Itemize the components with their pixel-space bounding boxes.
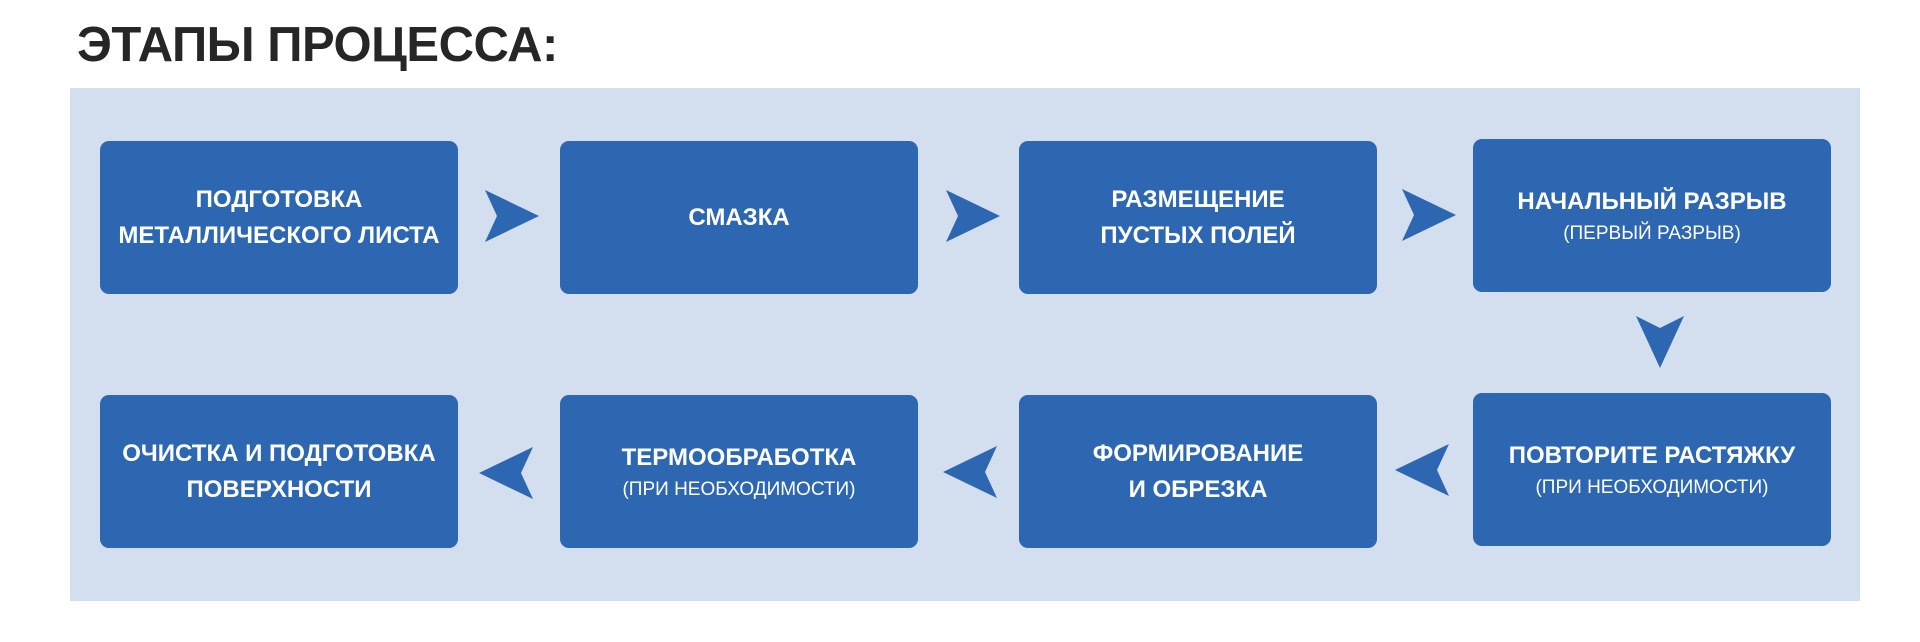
arrow-right-icon: [1400, 189, 1456, 241]
arrow-right-icon: [944, 190, 1000, 242]
page-title: ЭТАПЫ ПРОЦЕССА:: [77, 18, 558, 72]
step-5-box: ПОВТОРИТЕ РАСТЯЖКУ (ПРИ НЕОБХОДИМОСТИ): [1473, 393, 1831, 546]
step-7-line-1: ТЕРМООБРАБОТКА: [621, 443, 857, 471]
step-4-subtitle: (ПЕРВЫЙ РАЗРЫВ): [1563, 222, 1741, 244]
step-3-box: РАЗМЕЩЕНИЕ ПУСТЫХ ПОЛЕЙ: [1019, 141, 1377, 294]
arrow-right-icon: [483, 190, 539, 242]
step-6-box: ФОРМИРОВАНИЕ И ОБРЕЗКА: [1019, 395, 1377, 548]
step-2-box: СМАЗКА: [560, 141, 918, 294]
step-7-subtitle: (ПРИ НЕОБХОДИМОСТИ): [622, 478, 856, 500]
step-8-box: ОЧИСТКА И ПОДГОТОВКА ПОВЕРХНОСТИ: [100, 395, 458, 548]
step-4-line-1: НАЧАЛЬНЫЙ РАЗРЫВ: [1517, 187, 1787, 215]
step-2-line-1: СМАЗКА: [688, 203, 790, 231]
arrow-left-icon: [1395, 444, 1451, 496]
step-1-box: ПОДГОТОВКА МЕТАЛЛИЧЕСКОГО ЛИСТА: [100, 141, 458, 294]
step-5-line-1: ПОВТОРИТЕ РАСТЯЖКУ: [1508, 441, 1796, 469]
step-4-box: НАЧАЛЬНЫЙ РАЗРЫВ (ПЕРВЫЙ РАЗРЫВ): [1473, 139, 1831, 292]
process-diagram-panel: ПОДГОТОВКА МЕТАЛЛИЧЕСКОГО ЛИСТА СМАЗКА Р…: [70, 88, 1860, 601]
step-5-subtitle: (ПРИ НЕОБХОДИМОСТИ): [1535, 476, 1769, 498]
step-1-line-1: ПОДГОТОВКА: [195, 185, 363, 213]
step-7-box: ТЕРМООБРАБОТКА (ПРИ НЕОБХОДИМОСТИ): [560, 395, 918, 548]
step-6-line-1: ФОРМИРОВАНИЕ: [1092, 439, 1304, 467]
step-6-line-2: И ОБРЕЗКА: [1128, 475, 1268, 503]
step-8-line-1: ОЧИСТКА И ПОДГОТОВКА: [122, 439, 436, 467]
arrow-down-icon: [1636, 314, 1684, 368]
step-8-line-2: ПОВЕРХНОСТИ: [186, 475, 372, 503]
arrow-left-icon: [479, 447, 535, 499]
step-1-line-2: МЕТАЛЛИЧЕСКОГО ЛИСТА: [118, 221, 440, 249]
step-3-line-1: РАЗМЕЩЕНИЕ: [1111, 185, 1285, 213]
step-3-line-2: ПУСТЫХ ПОЛЕЙ: [1100, 221, 1296, 249]
arrow-left-icon: [943, 446, 999, 498]
